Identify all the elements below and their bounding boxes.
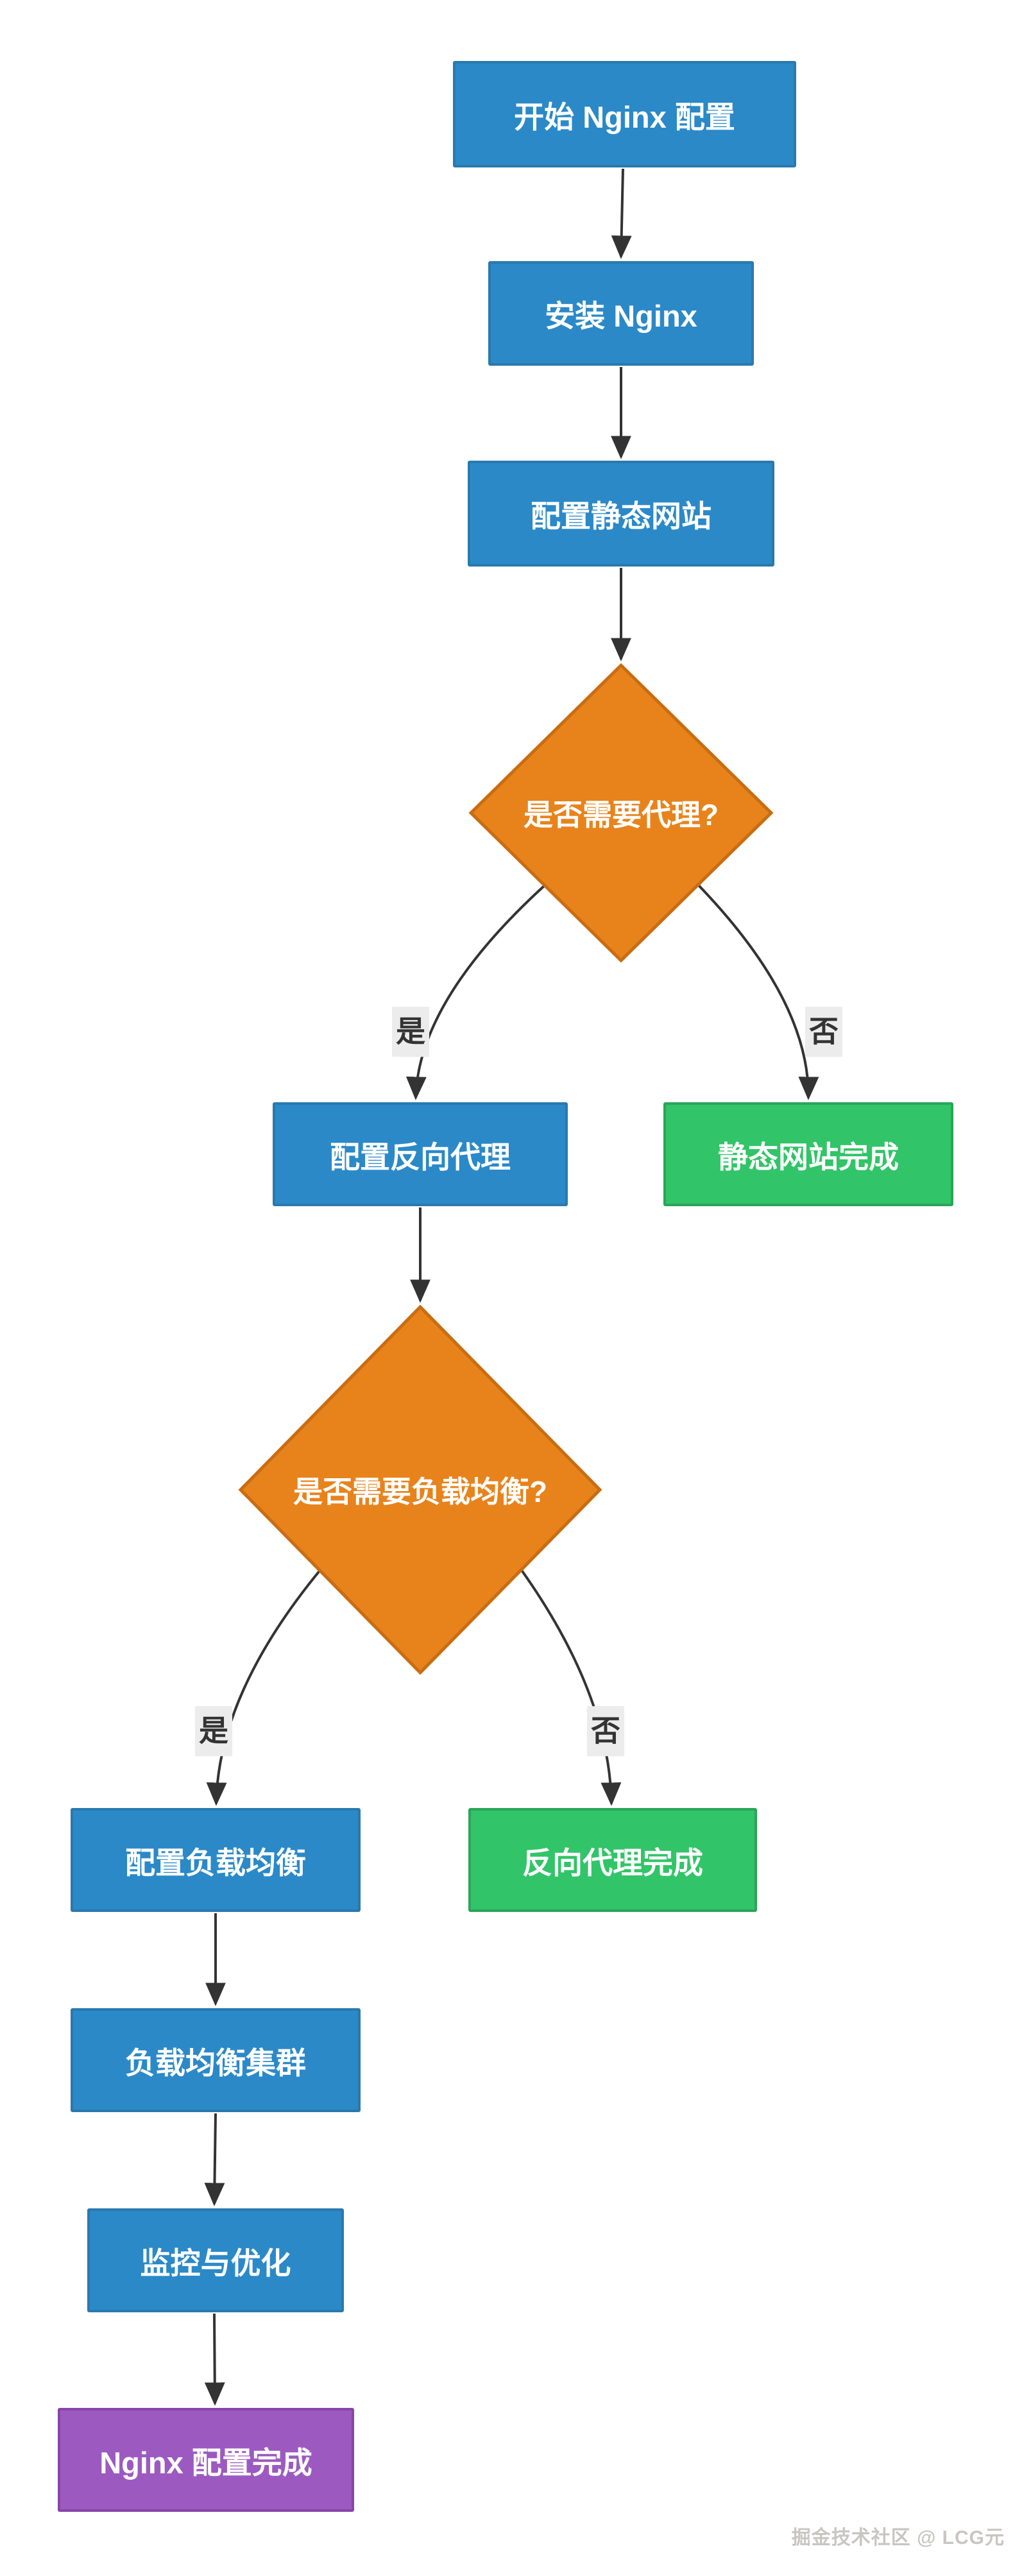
node-start-label: 开始 Nginx 配置 xyxy=(514,99,735,134)
edge-label-need-lb-no: 否 xyxy=(587,1706,624,1756)
node-start: 开始 Nginx 配置 xyxy=(453,61,796,167)
node-reverse-proxy-label: 配置反向代理 xyxy=(330,1139,511,1174)
edge-need-proxy-yes xyxy=(405,884,546,1100)
diamond-shape xyxy=(238,1305,602,1675)
edge-label-need-lb-yes: 是 xyxy=(195,1706,232,1756)
node-install: 安装 Nginx xyxy=(488,261,754,366)
node-proxy-done-label: 反向代理完成 xyxy=(522,1845,703,1880)
edge-start-install xyxy=(611,168,632,259)
node-static-done: 静态网站完成 xyxy=(663,1102,953,1206)
node-lb-cluster: 负载均衡集群 xyxy=(71,2008,361,2112)
node-static-site: 配置静态网站 xyxy=(468,461,774,567)
node-proxy-done: 反向代理完成 xyxy=(468,1808,757,1912)
edge-label-need-proxy-yes: 是 xyxy=(392,1007,429,1057)
edge-need-lb-yes xyxy=(206,1568,322,1806)
node-need-proxy: 是否需要代理? xyxy=(468,663,774,962)
node-static-done-label: 静态网站完成 xyxy=(718,1139,899,1174)
watermark: 掘金技术社区 @ LCG元 xyxy=(791,2527,1005,2548)
diamond-shape xyxy=(468,663,774,962)
node-need-proxy-label: 是否需要代理? xyxy=(523,798,719,832)
node-config-lb: 配置负载均衡 xyxy=(71,1808,361,1912)
edge-need-proxy-no xyxy=(697,884,819,1100)
node-need-lb: 是否需要负载均衡? xyxy=(238,1305,602,1675)
edge-monitor-done xyxy=(204,2313,225,2406)
node-need-lb-label: 是否需要负载均衡? xyxy=(293,1475,548,1508)
node-lb-cluster-label: 负载均衡集群 xyxy=(125,2045,306,2080)
node-monitor: 监控与优化 xyxy=(87,2208,344,2312)
node-done-label: Nginx 配置完成 xyxy=(99,2445,312,2480)
edge-label-need-proxy-no: 否 xyxy=(805,1007,842,1057)
node-config-lb-label: 配置负载均衡 xyxy=(125,1845,306,1880)
node-static-site-label: 配置静态网站 xyxy=(531,499,711,533)
node-install-label: 安装 Nginx xyxy=(545,299,697,333)
edge-lb-cluster-monitor xyxy=(204,2113,225,2206)
edge-need-lb-no xyxy=(520,1568,622,1806)
node-reverse-proxy: 配置反向代理 xyxy=(273,1102,568,1206)
node-done: Nginx 配置完成 xyxy=(58,2408,354,2512)
node-monitor-label: 监控与优化 xyxy=(140,2246,291,2280)
